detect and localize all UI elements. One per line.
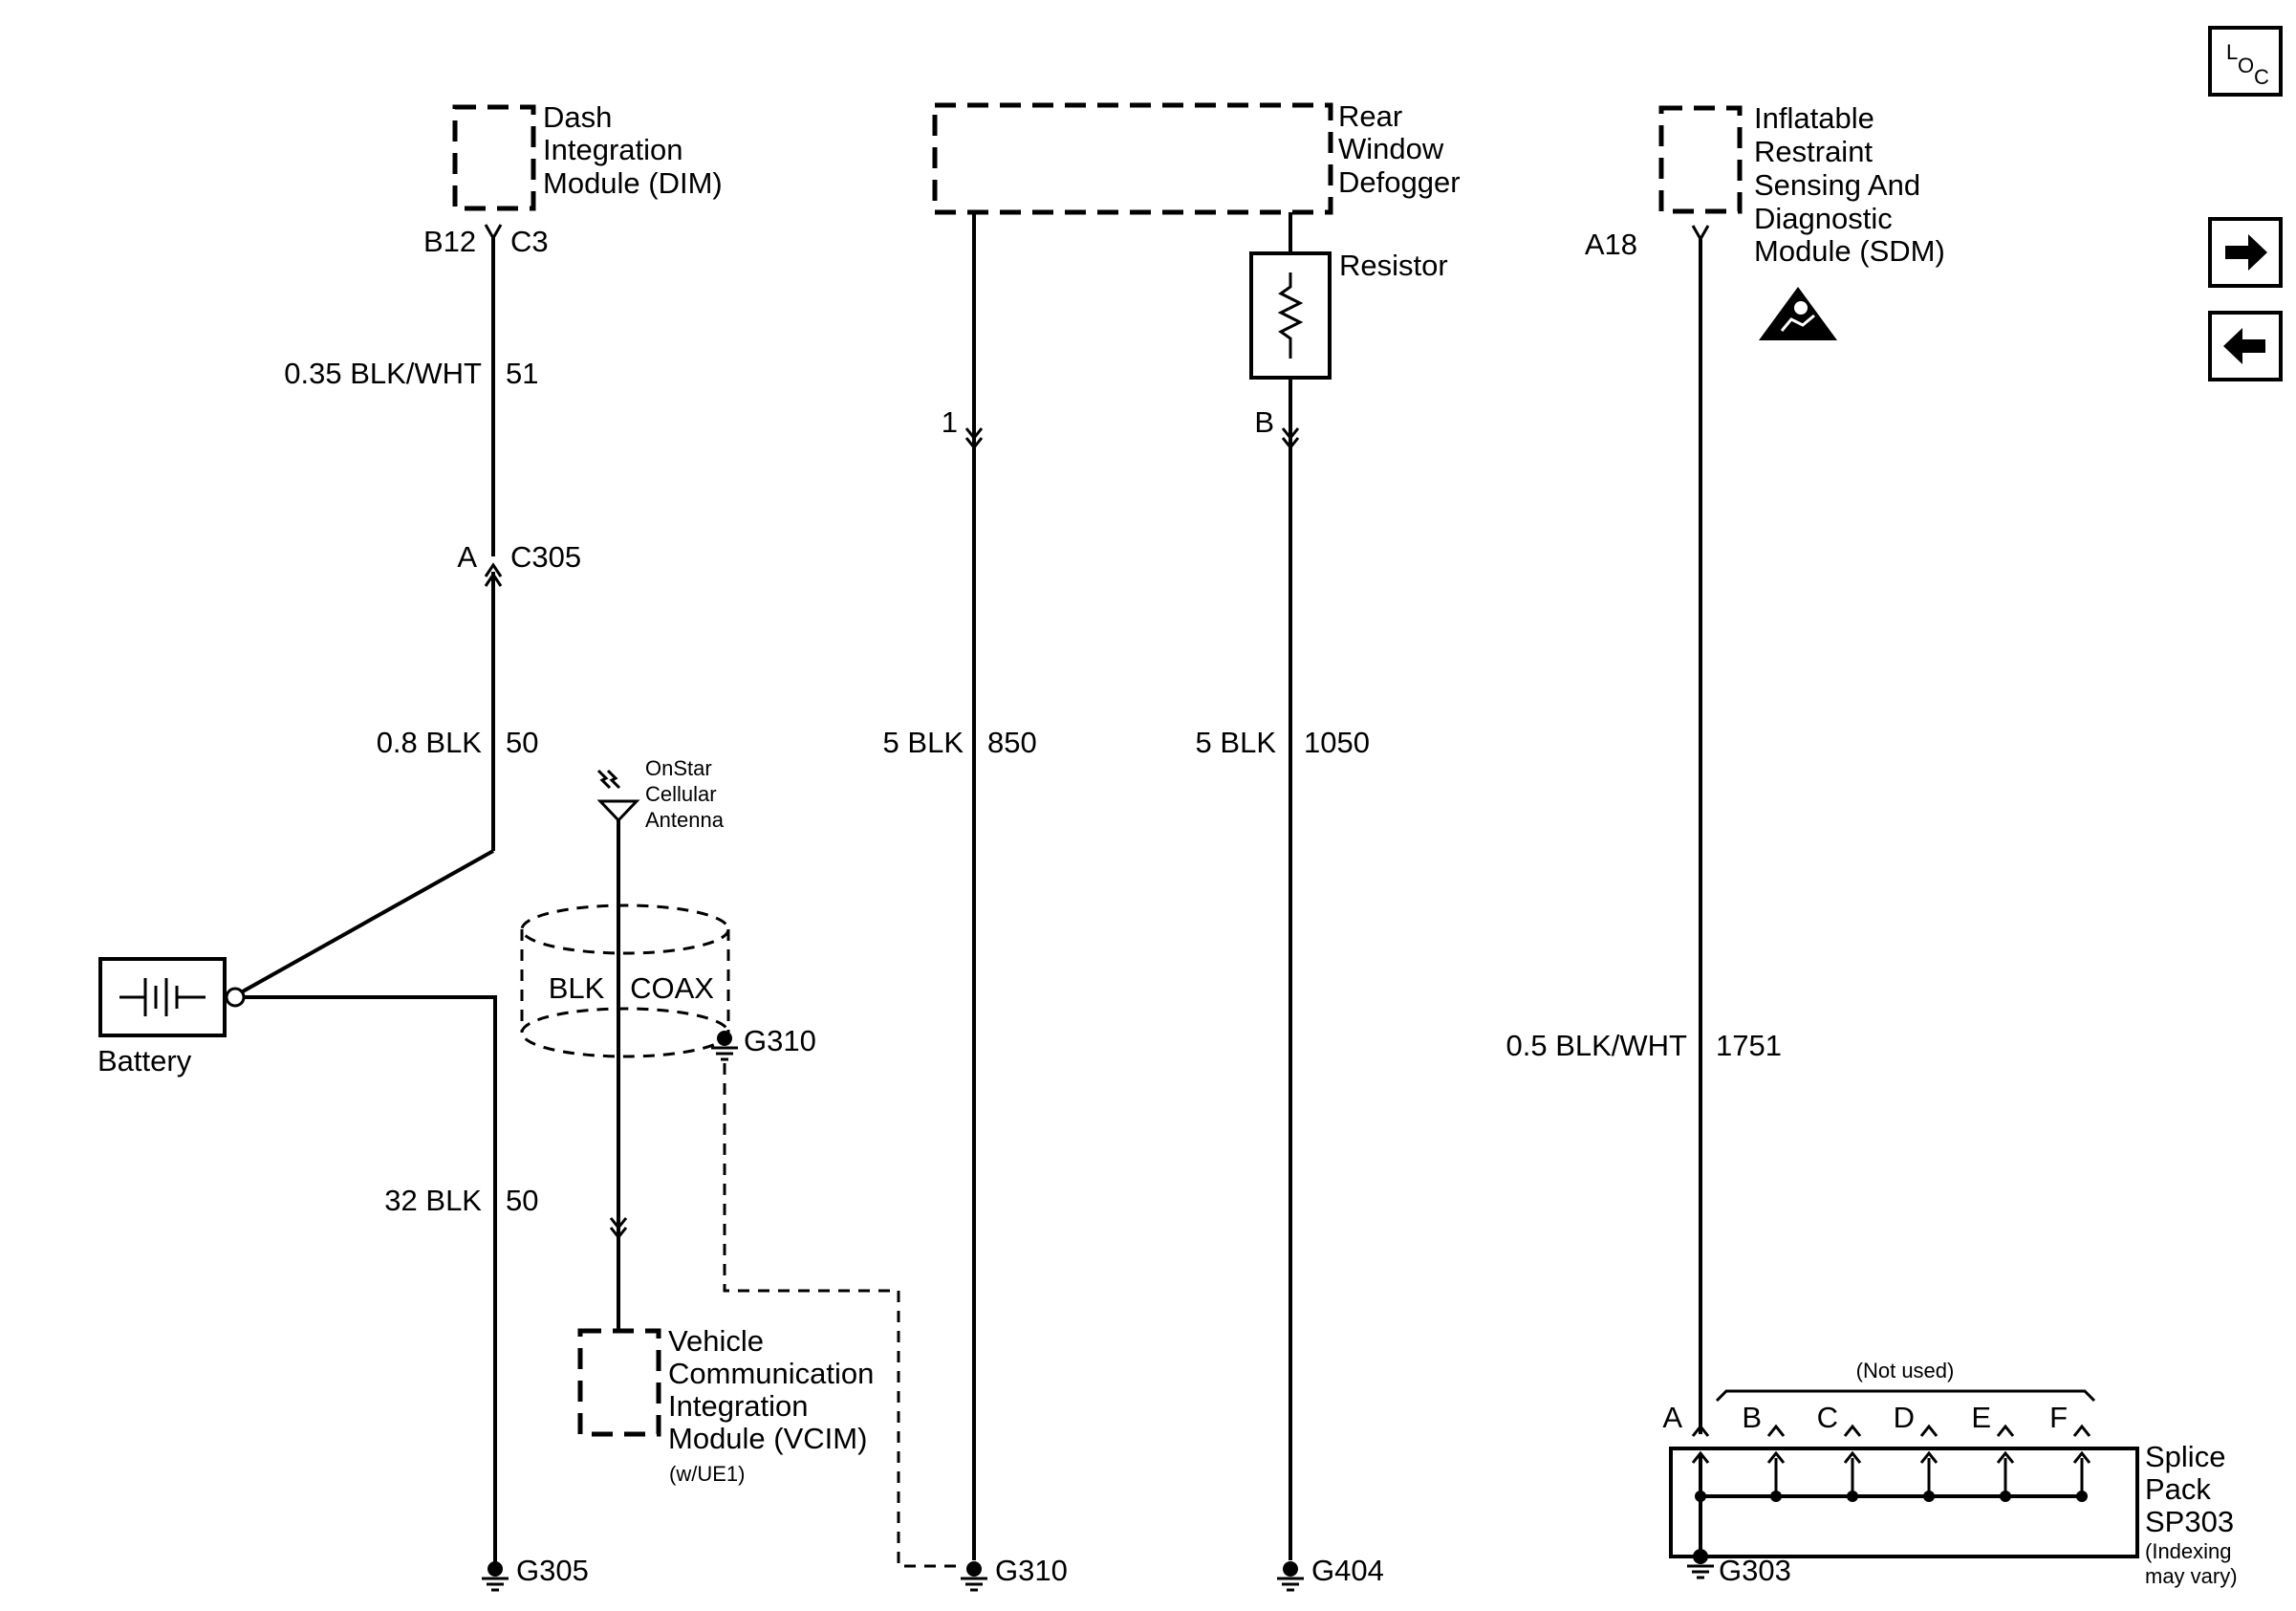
ground-g305-symbol bbox=[482, 1561, 509, 1592]
ground-g303-label: G303 bbox=[1719, 1554, 1791, 1587]
coax-label-coax: COAX bbox=[630, 971, 714, 1005]
sdm-label-1: Inflatable bbox=[1754, 101, 1874, 135]
shield-drain-wire bbox=[723, 1063, 961, 1568]
coax-label-blk: BLK bbox=[549, 971, 605, 1005]
c305-connector-label: C305 bbox=[510, 540, 581, 574]
wire-850-circuit: 850 bbox=[987, 726, 1037, 759]
battery-label: Battery bbox=[97, 1044, 192, 1078]
splice-pin-b: B bbox=[1742, 1401, 1762, 1434]
rear-window-defogger-module bbox=[932, 102, 1333, 215]
wire-51-circuit: 51 bbox=[506, 357, 538, 390]
vcim-label-4: Module (VCIM) bbox=[668, 1422, 867, 1455]
splice-note-2: may vary) bbox=[2145, 1564, 2238, 1588]
splice-pin-a: A bbox=[1662, 1401, 1682, 1434]
airbag-warning-icon bbox=[1759, 287, 1837, 340]
ground-g310-label: G310 bbox=[995, 1554, 1068, 1587]
splice-pin-e: E bbox=[1971, 1401, 1991, 1434]
antenna-label-3: Antenna bbox=[645, 808, 725, 832]
sdm-module bbox=[1658, 105, 1743, 214]
battery-symbol bbox=[98, 957, 246, 1037]
splice-pin-f: F bbox=[2049, 1401, 2068, 1434]
vcim-label-3: Integration bbox=[668, 1389, 809, 1423]
sdm-label-3: Sensing And bbox=[1754, 168, 1920, 202]
rwd-label-1: Rear bbox=[1338, 99, 1402, 133]
wire-1050-circuit: 1050 bbox=[1304, 726, 1370, 759]
rwd-label-3: Defogger bbox=[1338, 165, 1461, 199]
right-arrow-icon bbox=[2225, 234, 2267, 271]
ground-g303-symbol bbox=[1687, 1549, 1714, 1579]
wire-1050-gauge: 5 BLK bbox=[1196, 726, 1277, 759]
loc-letter-c: C bbox=[2254, 65, 2269, 89]
rwd-label-2: Window bbox=[1338, 132, 1444, 165]
splice-not-used-label: (Not used) bbox=[1856, 1359, 1955, 1382]
splice-pack-sp303 bbox=[1669, 1389, 2139, 1558]
antenna-label-1: OnStar bbox=[645, 756, 712, 780]
location-button[interactable]: L O C bbox=[2208, 26, 2283, 97]
antenna-label-2: Cellular bbox=[645, 782, 717, 806]
ground-g404-label: G404 bbox=[1311, 1554, 1384, 1587]
next-page-button[interactable] bbox=[2208, 217, 2283, 288]
wire-850-gauge: 5 BLK bbox=[883, 726, 964, 759]
ground-g310-top-label: G310 bbox=[744, 1024, 816, 1057]
vcim-label-1: Vehicle bbox=[668, 1324, 764, 1358]
sdm-pin-label: A18 bbox=[1585, 228, 1637, 261]
loc-letter-o: O bbox=[2238, 54, 2254, 77]
splice-pin-d: D bbox=[1894, 1401, 1915, 1434]
vcim-module bbox=[577, 1328, 661, 1437]
dim-connector-label: C3 bbox=[510, 225, 549, 258]
wire-50a-circuit: 50 bbox=[506, 726, 538, 759]
dim-module: Dash Integration Module (DIM) bbox=[452, 100, 723, 211]
splice-pin-c: C bbox=[1817, 1401, 1838, 1434]
wire-50a-gauge: 0.8 BLK bbox=[377, 726, 483, 759]
dim-label-1: Dash bbox=[543, 100, 612, 134]
sdm-label-5: Module (SDM) bbox=[1754, 234, 1945, 268]
previous-page-button[interactable] bbox=[2208, 311, 2283, 381]
rwd-pin-label: 1 bbox=[942, 405, 958, 439]
vcim-note: (w/UE1) bbox=[669, 1462, 745, 1486]
wire-1751-gauge: 0.5 BLK/WHT bbox=[1506, 1029, 1688, 1062]
ground-g310-top-symbol bbox=[711, 1031, 738, 1061]
resistor-label: Resistor bbox=[1339, 249, 1448, 282]
wire-50b bbox=[244, 995, 497, 1563]
loc-letter-l: L bbox=[2226, 40, 2238, 64]
dim-connector-symbol bbox=[484, 224, 503, 242]
splice-label-1: Splice bbox=[2145, 1440, 2225, 1473]
c305-connector-symbol bbox=[484, 562, 503, 577]
wire-51-gauge: 0.35 BLK/WHT bbox=[284, 357, 482, 390]
dim-label-3: Module (DIM) bbox=[543, 166, 723, 200]
vcim-label-2: Communication bbox=[668, 1357, 874, 1390]
ground-g305-label: G305 bbox=[516, 1554, 589, 1587]
wire-1751-circuit: 1751 bbox=[1716, 1029, 1782, 1062]
dim-label-2: Integration bbox=[543, 133, 683, 166]
splice-note-1: (Indexing bbox=[2145, 1539, 2232, 1563]
left-arrow-icon bbox=[2223, 328, 2265, 364]
wire-50b-gauge: 32 BLK bbox=[384, 1184, 482, 1217]
splice-label-2: Pack bbox=[2145, 1472, 2211, 1506]
splice-label-3: SP303 bbox=[2145, 1505, 2234, 1538]
antenna-icon bbox=[596, 769, 640, 823]
sdm-label-2: Restraint bbox=[1754, 135, 1873, 168]
c305-pin-label: A bbox=[457, 540, 477, 574]
ground-g310-symbol bbox=[961, 1561, 987, 1592]
sdm-label-4: Diagnostic bbox=[1754, 202, 1893, 235]
resistor-pin-label: B bbox=[1254, 405, 1274, 439]
dim-pin-label: B12 bbox=[423, 225, 476, 258]
resistor-symbol bbox=[1249, 251, 1332, 380]
wire-50b-circuit: 50 bbox=[506, 1184, 538, 1217]
ground-g404-symbol bbox=[1277, 1561, 1304, 1592]
